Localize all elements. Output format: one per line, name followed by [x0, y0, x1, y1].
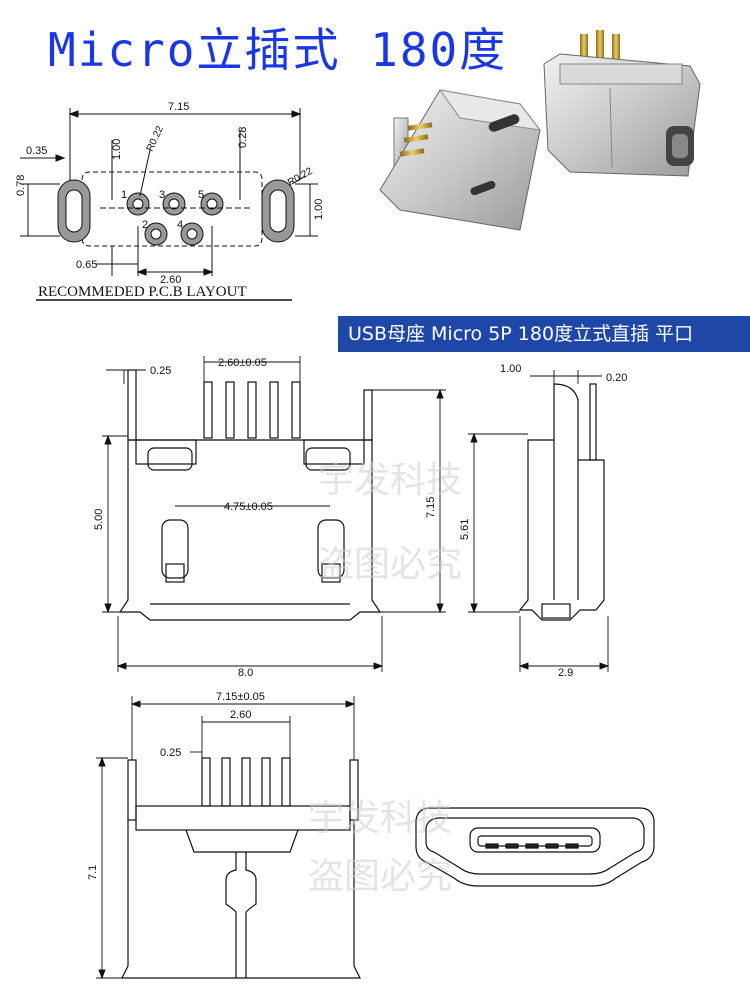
pin-label: 2 — [142, 219, 148, 231]
pcb-layout-drawing — [20, 108, 318, 301]
bottom-view-labels: 7.15±0.05 2.60 0.25 7.1 — [87, 691, 265, 880]
bottom-view-dimension-lines — [96, 696, 356, 980]
dim-label: 1.00 — [500, 363, 521, 375]
dim-label: 1.00 — [313, 199, 325, 220]
receptacle-opening-drawing — [415, 807, 655, 887]
dim-label: 8.0 — [238, 667, 253, 679]
dim-label: 2.60 — [160, 274, 181, 286]
dim-label: 2.9 — [558, 667, 573, 679]
pin-label: 1 — [121, 189, 127, 201]
dim-label: 0.25 — [160, 747, 181, 759]
dim-label: 0.28 — [237, 127, 249, 148]
front-view-drawing — [118, 369, 382, 621]
pcb-caption: RECOMMEDED P.C.B LAYOUT — [38, 284, 247, 300]
dim-label: 5.00 — [93, 509, 105, 530]
dim-label: 7.15 — [425, 497, 437, 518]
dim-label: 7.15 — [168, 101, 189, 113]
dim-label: 2.60±0.05 — [218, 357, 267, 369]
watermark-line: 宇发科技 — [318, 460, 462, 501]
dim-label: 7.1 — [87, 865, 99, 880]
front-view-dimension-lines — [102, 356, 446, 672]
dim-label: 0.65 — [76, 259, 97, 271]
side-view-labels: 1.00 0.20 5.61 2.9 — [459, 363, 627, 679]
pin-label: 4 — [177, 219, 183, 231]
front-view-labels: 0.25 2.60±0.05 5.00 4.75±0.05 7.15 8.0 — [93, 357, 437, 679]
dim-label: 0.78 — [15, 175, 27, 196]
bottom-view-drawing — [121, 757, 361, 979]
side-view-dimension-lines — [468, 370, 610, 672]
dim-label: 0.35 — [26, 145, 47, 157]
side-view-drawing — [518, 383, 605, 621]
pin-label: 5 — [198, 189, 204, 201]
dim-label: 7.15±0.05 — [216, 691, 265, 703]
dim-label: 4.75±0.05 — [224, 501, 273, 513]
dim-label: R0.22 — [145, 124, 166, 153]
connector-photo-left — [379, 89, 542, 231]
dim-label: 0.25 — [150, 365, 171, 377]
dim-label: 5.61 — [459, 519, 471, 540]
page-title: Micro立插式 180度 — [48, 23, 508, 77]
dim-label: 2.60 — [230, 709, 251, 721]
watermark: 宇发科技 盗图必究 宇发科技 盗图必究 — [308, 460, 462, 897]
spec-banner: USB母座 Micro 5P 180度立式直插 平口 — [338, 316, 750, 352]
connector-photo-right — [543, 30, 701, 177]
watermark-line: 盗图必究 — [308, 856, 452, 897]
dim-label: 0.20 — [606, 372, 627, 384]
watermark-line: 盗图必究 — [318, 544, 462, 585]
pin-label: 3 — [159, 189, 165, 201]
dim-label: 1.00 — [111, 139, 123, 160]
watermark-line: 宇发科技 — [308, 798, 452, 839]
